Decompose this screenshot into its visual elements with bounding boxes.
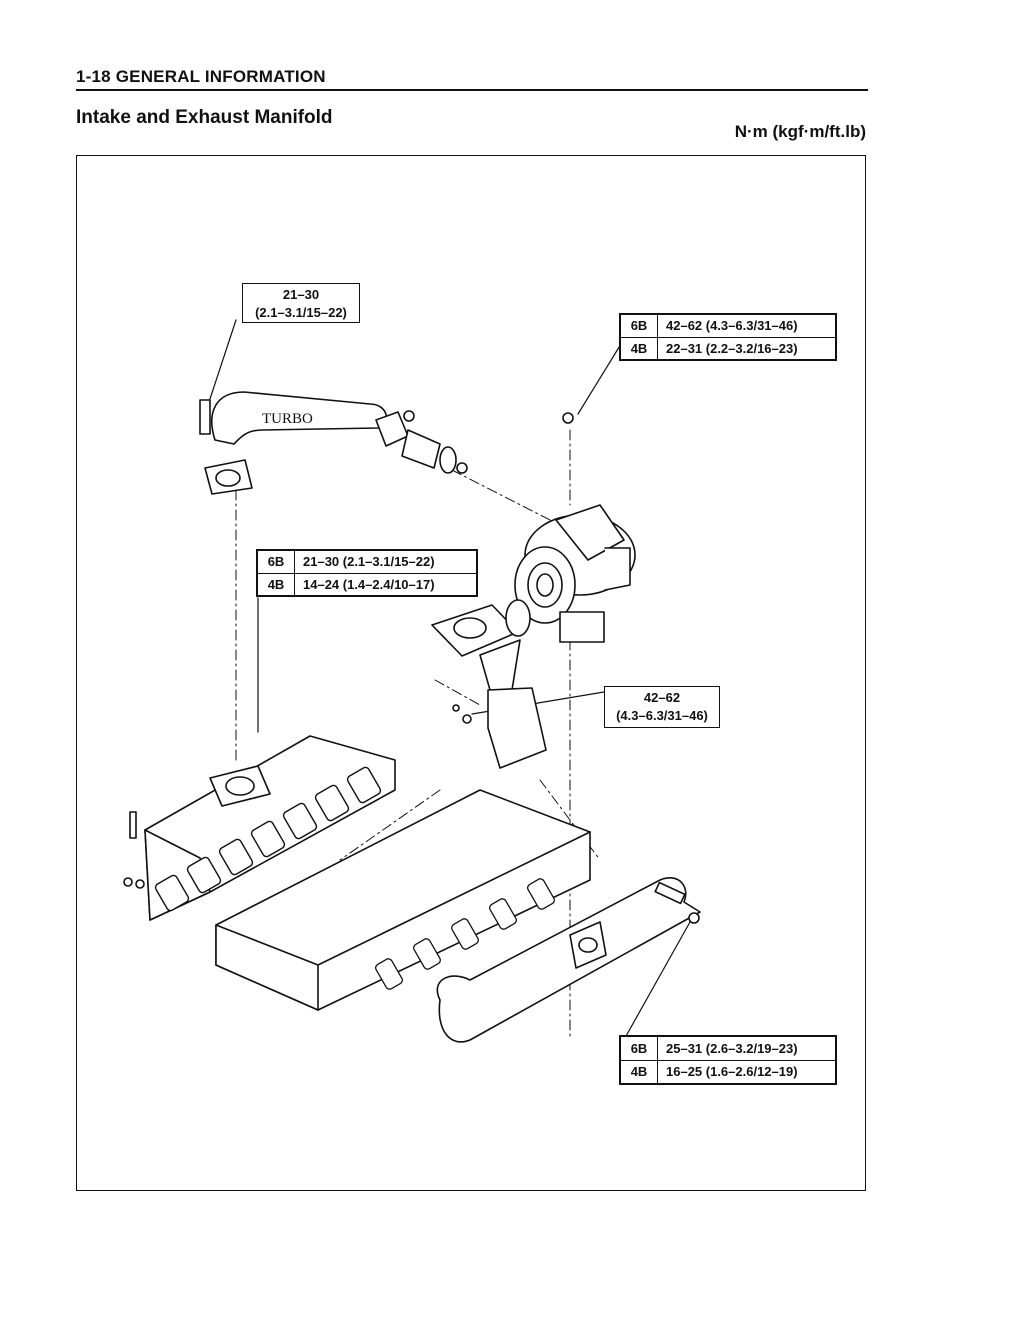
diagram-frame (76, 155, 866, 1191)
table-row: 4B 22–31 (2.2–3.2/16–23) (620, 336, 836, 360)
engine-code: 6B (257, 550, 295, 574)
callout-turbo-pipe-bolt-torque: 21–30 (2.1–3.1/15–22) (242, 283, 360, 323)
table-row: 4B 16–25 (1.6–2.6/12–19) (620, 1059, 836, 1084)
torque-value: 16–25 (1.6–2.6/12–19) (657, 1059, 836, 1084)
table-row: 6B 42–62 (4.3–6.3/31–46) (620, 314, 836, 338)
torque-value: 21–30 (2.1–3.1/15–22) (294, 550, 477, 574)
cylinder-head (215, 789, 591, 1011)
turbocharger (514, 412, 636, 643)
engine-code: 4B (620, 336, 658, 360)
header-rule (76, 89, 868, 91)
table-row: 4B 14–24 (1.4–2.4/10–17) (257, 572, 477, 596)
intake-manifold (123, 735, 396, 921)
callout-elbow-bolt-torque: 42–62 (4.3–6.3/31–46) (604, 686, 720, 728)
turbo-pipe: TURBO (199, 391, 388, 495)
exhaust-manifold (436, 877, 701, 1043)
section-title: Intake and Exhaust Manifold (76, 107, 333, 128)
heat-shield (452, 687, 547, 769)
callout-value-imperial: (4.3–6.3/31–46) (616, 708, 708, 723)
page-header: 1-18 GENERAL INFORMATION (76, 67, 326, 86)
hose-with-clamps (375, 410, 468, 474)
callout-value: 21–30 (282, 287, 320, 302)
torque-value: 42–62 (4.3–6.3/31–46) (657, 314, 836, 338)
engine-code: 4B (257, 572, 295, 596)
engine-code: 4B (620, 1059, 658, 1084)
callout-value-imperial: (2.1–3.1/15–22) (255, 305, 347, 320)
callout-value: 42–62 (643, 690, 681, 705)
leader-lines (207, 319, 691, 1046)
engine-code: 6B (620, 314, 658, 338)
torque-value: 25–31 (2.6–3.2/19–23) (657, 1036, 836, 1061)
pipe-label: TURBO (262, 411, 313, 427)
table-row: 6B 25–31 (2.6–3.2/19–23) (620, 1036, 836, 1061)
engine-code: 6B (620, 1036, 658, 1061)
callout-turbo-nut-torque: 6B 42–62 (4.3–6.3/31–46) 4B 22–31 (2.2–3… (619, 313, 837, 361)
torque-value: 22–31 (2.2–3.2/16–23) (657, 336, 836, 360)
callout-intake-bolt-torque: 6B 21–30 (2.1–3.1/15–22) 4B 14–24 (1.4–2… (256, 549, 478, 597)
torque-units: N·m (kgf·m/ft.lb) (734, 122, 866, 141)
exhaust-elbow (431, 599, 531, 691)
torque-value: 14–24 (1.4–2.4/10–17) (294, 572, 477, 596)
table-row: 6B 21–30 (2.1–3.1/15–22) (257, 550, 477, 574)
callout-exhaust-nut-torque: 6B 25–31 (2.6–3.2/19–23) 4B 16–25 (1.6–2… (619, 1035, 837, 1085)
